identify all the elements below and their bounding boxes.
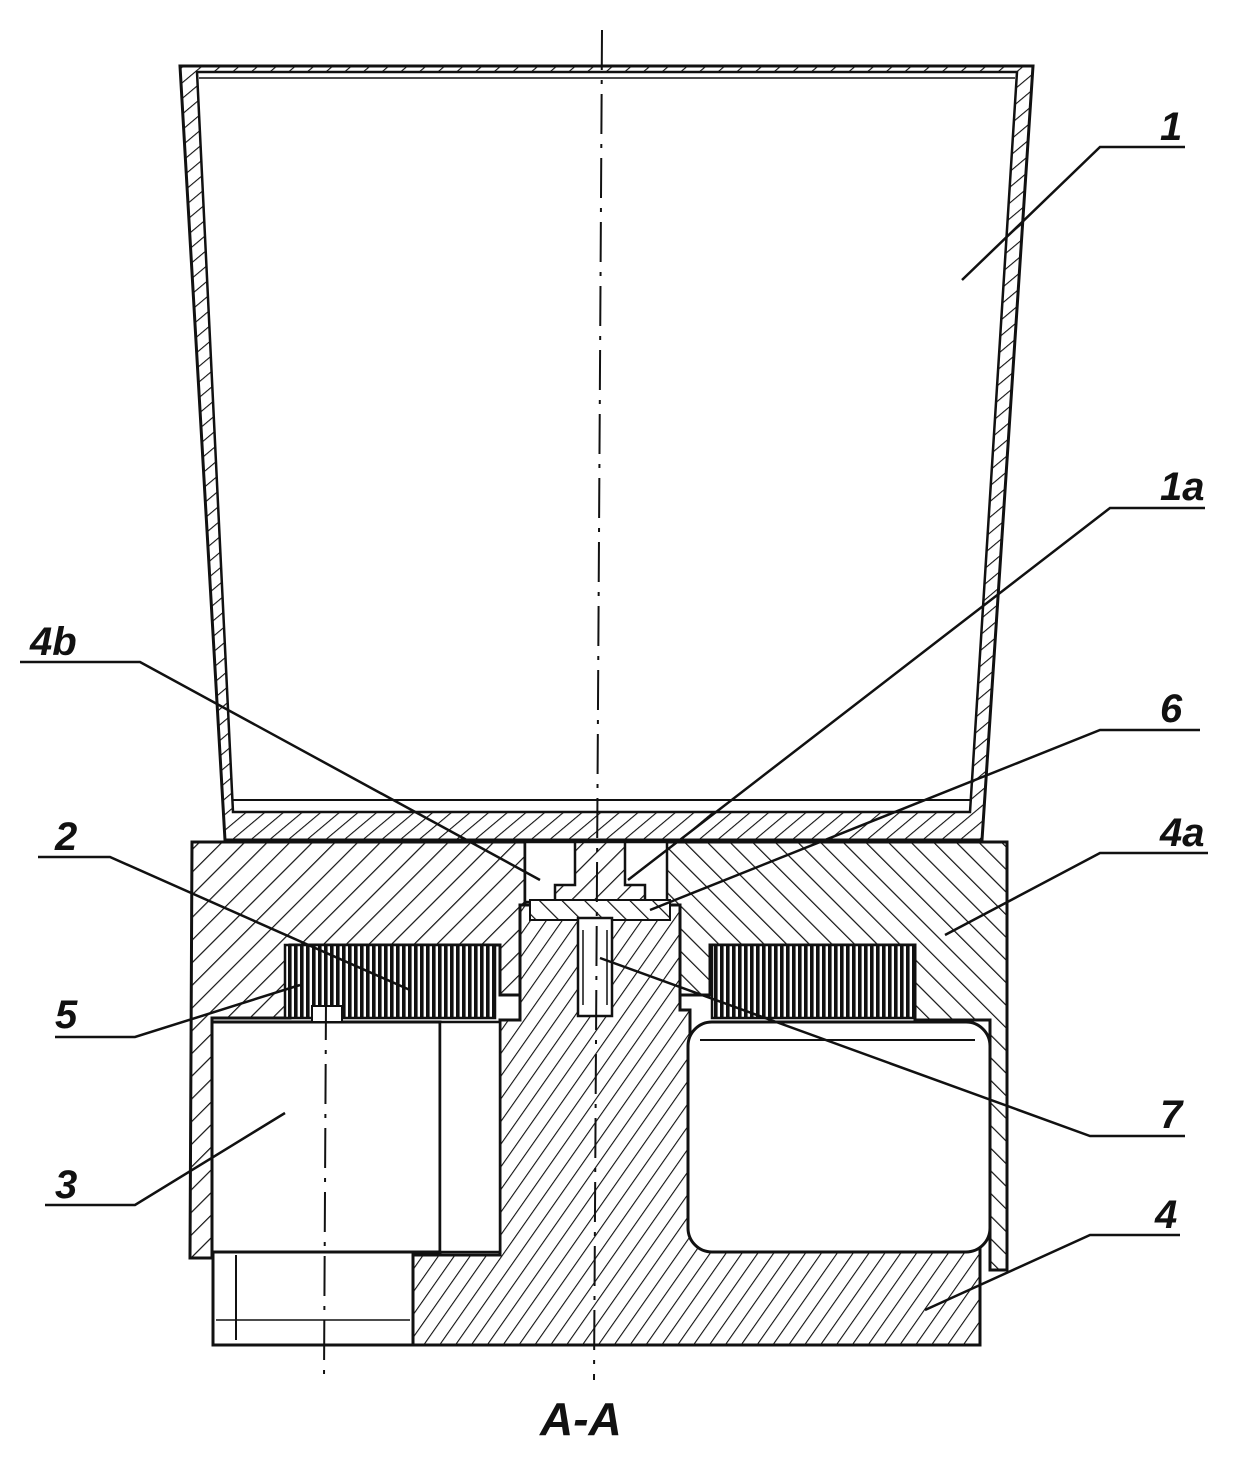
label-2: 2 — [54, 815, 77, 859]
label-4a: 4a — [1159, 811, 1205, 855]
centerlines — [323, 29, 603, 1381]
label-5: 5 — [55, 993, 78, 1037]
label-1a: 1a — [1160, 465, 1205, 509]
part-labels: 1 1a 4b 6 2 4a 5 7 3 4 — [29, 105, 1205, 1237]
cup-part-1 — [178, 64, 1035, 842]
screw-part-7 — [576, 916, 614, 1018]
label-1: 1 — [1160, 105, 1182, 149]
label-6: 6 — [1160, 687, 1183, 731]
label-4: 4 — [1154, 1193, 1177, 1237]
leader-lines — [20, 145, 1208, 1312]
section-label: A-A — [539, 1393, 622, 1445]
label-3: 3 — [55, 1163, 77, 1207]
motor-part-3 — [210, 1005, 992, 1347]
label-7: 7 — [1160, 1093, 1184, 1137]
label-4b: 4b — [29, 620, 77, 664]
